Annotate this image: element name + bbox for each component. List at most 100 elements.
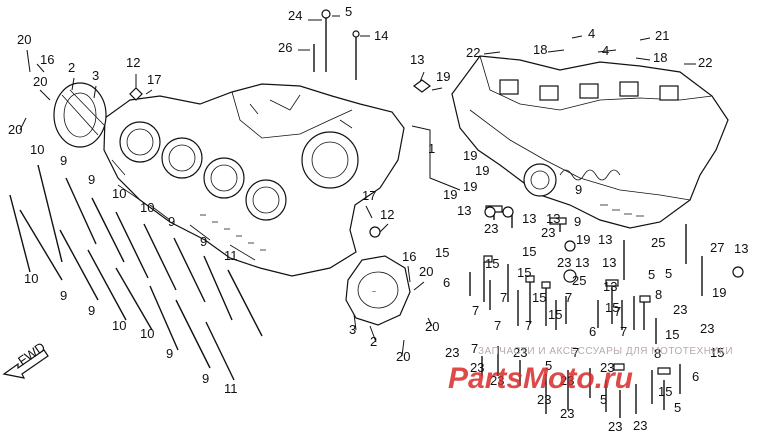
callout-number: 16 — [402, 249, 416, 264]
callout-number: 12 — [126, 55, 140, 70]
callout-number: 5 — [600, 392, 607, 407]
callout-number: 26 — [278, 40, 292, 55]
svg-text:~: ~ — [372, 289, 376, 296]
callout-number: 11 — [224, 381, 238, 396]
callout-number: 12 — [380, 207, 394, 222]
callout-number: 19 — [576, 232, 590, 247]
callout-number: 9 — [574, 214, 581, 229]
callout-number: 19 — [475, 163, 489, 178]
right-side-cover: ~ — [345, 255, 411, 326]
callout-number: 19 — [463, 148, 477, 163]
callout-number: 9 — [168, 214, 175, 229]
watermark-caption: ЗАПЧАСТИ И АКСЕССУАРЫ ДЛЯ МОТОТЕХНИКИ — [478, 346, 733, 357]
callout-number: 9 — [166, 346, 173, 361]
top-bolts — [129, 9, 431, 238]
callout-number: 23 — [537, 392, 551, 407]
callout-number: 23 — [600, 360, 614, 375]
callout-number: 9 — [200, 234, 207, 249]
callout-number: 19 — [436, 69, 450, 84]
callout-number: 1 — [428, 141, 435, 156]
callout-number: 13 — [575, 255, 589, 270]
callout-number: 15 — [522, 244, 536, 259]
callout-number: 8 — [654, 346, 661, 361]
callout-number: 4 — [602, 43, 609, 58]
callout-number: 13 — [410, 52, 424, 67]
callout-number: 13 — [598, 232, 612, 247]
callout-number: 23 — [490, 373, 504, 388]
leader-lines — [19, 15, 696, 357]
callout-number: 5 — [545, 358, 552, 373]
callout-number: 9 — [60, 288, 67, 303]
callout-number: 22 — [698, 55, 712, 70]
callout-number: 15 — [548, 307, 562, 322]
callout-number: 14 — [374, 28, 388, 43]
callout-number: 22 — [466, 45, 480, 60]
lower-crankcase — [451, 55, 729, 229]
small-bolts — [469, 205, 744, 418]
callout-number: 10 — [140, 326, 154, 341]
callout-number: 20 — [17, 32, 31, 47]
callout-number: 15 — [710, 345, 724, 360]
callout-number: 5 — [345, 4, 352, 19]
callout-number: 20 — [396, 349, 410, 364]
callout-number: 23 — [673, 302, 687, 317]
callout-number: 9 — [60, 153, 67, 168]
callout-number: 13 — [602, 255, 616, 270]
watermark-brand: PartsMoto.ru — [448, 362, 633, 395]
callout-number: 20 — [419, 264, 433, 279]
callout-number: 13 — [603, 279, 617, 294]
callout-number: 15 — [605, 300, 619, 315]
callout-number: 15 — [658, 384, 672, 399]
callout-number: 23 — [557, 255, 571, 270]
callout-number: 10 — [24, 271, 38, 286]
callout-number: 23 — [633, 418, 647, 433]
callout-number: 7 — [500, 290, 507, 305]
callout-number: 13 — [522, 211, 536, 226]
callout-number: 3 — [92, 68, 99, 83]
callout-number: 23 — [700, 321, 714, 336]
callout-number: 7 — [565, 290, 572, 305]
callout-number: 10 — [112, 186, 126, 201]
upper-crankcase — [103, 83, 405, 277]
left-side-cover — [53, 82, 107, 148]
callout-number: 15 — [532, 290, 546, 305]
callout-number: 18 — [653, 50, 667, 65]
callout-number: 23 — [560, 406, 574, 421]
callout-number: 25 — [572, 273, 586, 288]
callout-number: 23 — [445, 345, 459, 360]
callout-number: 9 — [88, 172, 95, 187]
callout-number: 7 — [525, 318, 532, 333]
callout-number: 7 — [572, 345, 579, 360]
callout-number: 6 — [443, 275, 450, 290]
callout-number: 9 — [202, 371, 209, 386]
callout-number: 17 — [147, 72, 161, 87]
watermark: ЗАПЧАСТИ И АКСЕССУАРЫ ДЛЯ МОТОТЕХНИКИ Pa… — [448, 346, 733, 395]
callout-number: 5 — [674, 400, 681, 415]
callout-number: 17 — [362, 188, 376, 203]
callout-number: 15 — [435, 245, 449, 260]
callout-number: 23 — [513, 345, 527, 360]
callout-number: 23 — [560, 373, 574, 388]
callout-number: 10 — [30, 142, 44, 157]
callout-number: 15 — [665, 327, 679, 342]
callout-number: 23 — [470, 360, 484, 375]
callout-number: 13 — [734, 241, 748, 256]
callout-number: 20 — [8, 122, 22, 137]
callout-number: 15 — [517, 265, 531, 280]
callout-number: 13 — [457, 203, 471, 218]
callout-number: 23 — [541, 225, 555, 240]
callout-number: 7 — [471, 341, 478, 356]
callout-number: 24 — [288, 8, 302, 23]
callout-number: 9 — [575, 182, 582, 197]
callout-number: 16 — [40, 52, 54, 67]
callout-number: 2 — [68, 60, 75, 75]
callout-number: 7 — [472, 303, 479, 318]
callout-number: 6 — [692, 369, 699, 384]
callout-number: 5 — [665, 266, 672, 281]
callout-number: 3 — [349, 322, 356, 337]
callout-number: 6 — [589, 324, 596, 339]
callout-number: 23 — [484, 221, 498, 236]
callout-number: 10 — [112, 318, 126, 333]
